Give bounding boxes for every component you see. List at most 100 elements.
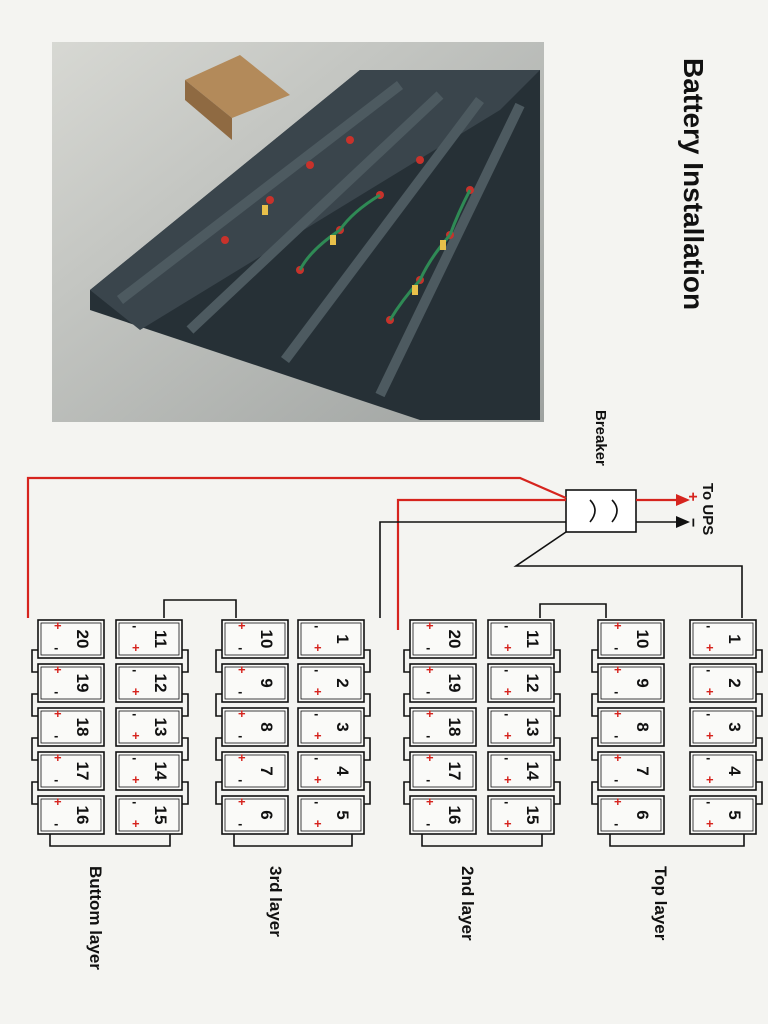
battery-11: 11+- bbox=[487, 618, 555, 659]
negative-terminal: - bbox=[132, 706, 136, 721]
positive-terminal: + bbox=[314, 728, 322, 743]
battery-7: 7+- bbox=[221, 750, 289, 791]
column-link bbox=[609, 834, 745, 847]
battery-case bbox=[487, 751, 555, 791]
battery-inner-frame bbox=[300, 754, 362, 788]
battery-inner-frame bbox=[40, 666, 102, 700]
layer-2: 11+-12+-13+-14+-15+-20+-19+-18+-17+-16+- bbox=[403, 618, 561, 847]
positive-terminal: + bbox=[614, 618, 622, 633]
battery-inner-frame bbox=[300, 666, 362, 700]
battery-20: 20+- bbox=[37, 618, 105, 659]
battery-8: 8+- bbox=[597, 706, 665, 747]
battery-number: 9 bbox=[257, 678, 276, 687]
battery-case bbox=[409, 619, 477, 659]
positive-terminal: + bbox=[706, 772, 714, 787]
battery-case bbox=[597, 751, 665, 791]
negative-terminal: - bbox=[614, 640, 618, 655]
battery-inner-frame bbox=[300, 622, 362, 656]
positive-terminal: + bbox=[132, 684, 140, 699]
battery-case bbox=[37, 619, 105, 659]
series-jumper bbox=[31, 693, 38, 717]
negative-terminal: - bbox=[504, 618, 508, 633]
interconnect-wires bbox=[26, 476, 743, 630]
battery-number: 11 bbox=[523, 630, 542, 648]
battery-inner-frame bbox=[692, 710, 754, 744]
battery-1: 1+- bbox=[689, 618, 757, 659]
battery-inner-frame bbox=[224, 798, 286, 832]
series-jumper bbox=[215, 693, 222, 717]
layer-label: 2nd layer bbox=[458, 866, 477, 941]
positive-terminal: + bbox=[238, 706, 246, 721]
layer-label: Buttom layer bbox=[86, 866, 105, 970]
battery-case bbox=[597, 663, 665, 703]
battery-inner-frame bbox=[118, 798, 180, 832]
series-jumper bbox=[554, 649, 561, 673]
series-jumper bbox=[182, 693, 189, 717]
breaker-label: Breaker bbox=[592, 410, 609, 466]
battery-2: 2+- bbox=[297, 662, 365, 703]
battery-3: 3+- bbox=[297, 706, 365, 747]
negative-terminal: - bbox=[132, 662, 136, 677]
battery-case bbox=[409, 751, 477, 791]
battery-inner-frame bbox=[118, 710, 180, 744]
battery-1: 1+- bbox=[297, 618, 365, 659]
battery-number: 11 bbox=[151, 630, 170, 648]
positive-terminal: + bbox=[54, 706, 62, 721]
positive-terminal: + bbox=[426, 794, 434, 809]
column-link bbox=[49, 834, 171, 847]
battery-number: 8 bbox=[633, 722, 652, 731]
battery-inner-frame bbox=[40, 798, 102, 832]
negative-terminal: - bbox=[706, 706, 710, 721]
positive-terminal: + bbox=[132, 640, 140, 655]
negative-terminal: - bbox=[238, 684, 242, 699]
battery-number: 7 bbox=[257, 766, 276, 775]
series-jumper bbox=[364, 649, 371, 673]
series-jumper bbox=[554, 737, 561, 761]
battery-case bbox=[689, 795, 757, 835]
battery-inner-frame bbox=[412, 798, 474, 832]
battery-case bbox=[409, 795, 477, 835]
negative-terminal: - bbox=[314, 750, 318, 765]
battery-number: 5 bbox=[333, 810, 352, 819]
positive-terminal: + bbox=[504, 684, 512, 699]
battery-case bbox=[689, 751, 757, 791]
battery-inner-frame bbox=[412, 666, 474, 700]
battery-case bbox=[115, 707, 183, 747]
battery-case bbox=[115, 663, 183, 703]
battery-number: 12 bbox=[523, 674, 542, 693]
series-jumper bbox=[403, 649, 410, 673]
negative-terminal: - bbox=[614, 816, 618, 831]
battery-number: 4 bbox=[333, 766, 352, 776]
battery-number: 14 bbox=[151, 762, 170, 781]
series-jumper bbox=[182, 737, 189, 761]
battery-number: 17 bbox=[73, 762, 92, 781]
battery-number: 6 bbox=[633, 810, 652, 819]
negative-terminal: - bbox=[426, 772, 430, 787]
series-jumper bbox=[215, 649, 222, 673]
battery-6: 6+- bbox=[221, 794, 289, 835]
battery-case bbox=[37, 707, 105, 747]
series-jumper bbox=[403, 737, 410, 761]
layer-1: 1+-2+-3+-4+-5+-10+-9+-8+-7+-6+- bbox=[591, 618, 763, 847]
battery-case bbox=[689, 619, 757, 659]
battery-inner-frame bbox=[490, 622, 552, 656]
series-jumper bbox=[756, 781, 763, 805]
battery-number: 19 bbox=[445, 674, 464, 693]
positive-terminal: + bbox=[614, 706, 622, 721]
series-jumper bbox=[215, 781, 222, 805]
battery-number: 3 bbox=[725, 722, 744, 731]
positive-terminal: + bbox=[706, 816, 714, 831]
battery-inner-frame bbox=[224, 622, 286, 656]
battery-15: 15+- bbox=[487, 794, 555, 835]
battery-number: 4 bbox=[725, 766, 744, 776]
positive-terminal: + bbox=[132, 816, 140, 831]
battery-number: 8 bbox=[257, 722, 276, 731]
negative-terminal: - bbox=[54, 772, 58, 787]
battery-18: 18+- bbox=[37, 706, 105, 747]
negative-terminal: - bbox=[54, 728, 58, 743]
battery-inner-frame bbox=[600, 666, 662, 700]
battery-number: 20 bbox=[73, 630, 92, 649]
battery-19: 19+- bbox=[37, 662, 105, 703]
battery-inner-frame bbox=[600, 798, 662, 832]
battery-19: 19+- bbox=[409, 662, 477, 703]
